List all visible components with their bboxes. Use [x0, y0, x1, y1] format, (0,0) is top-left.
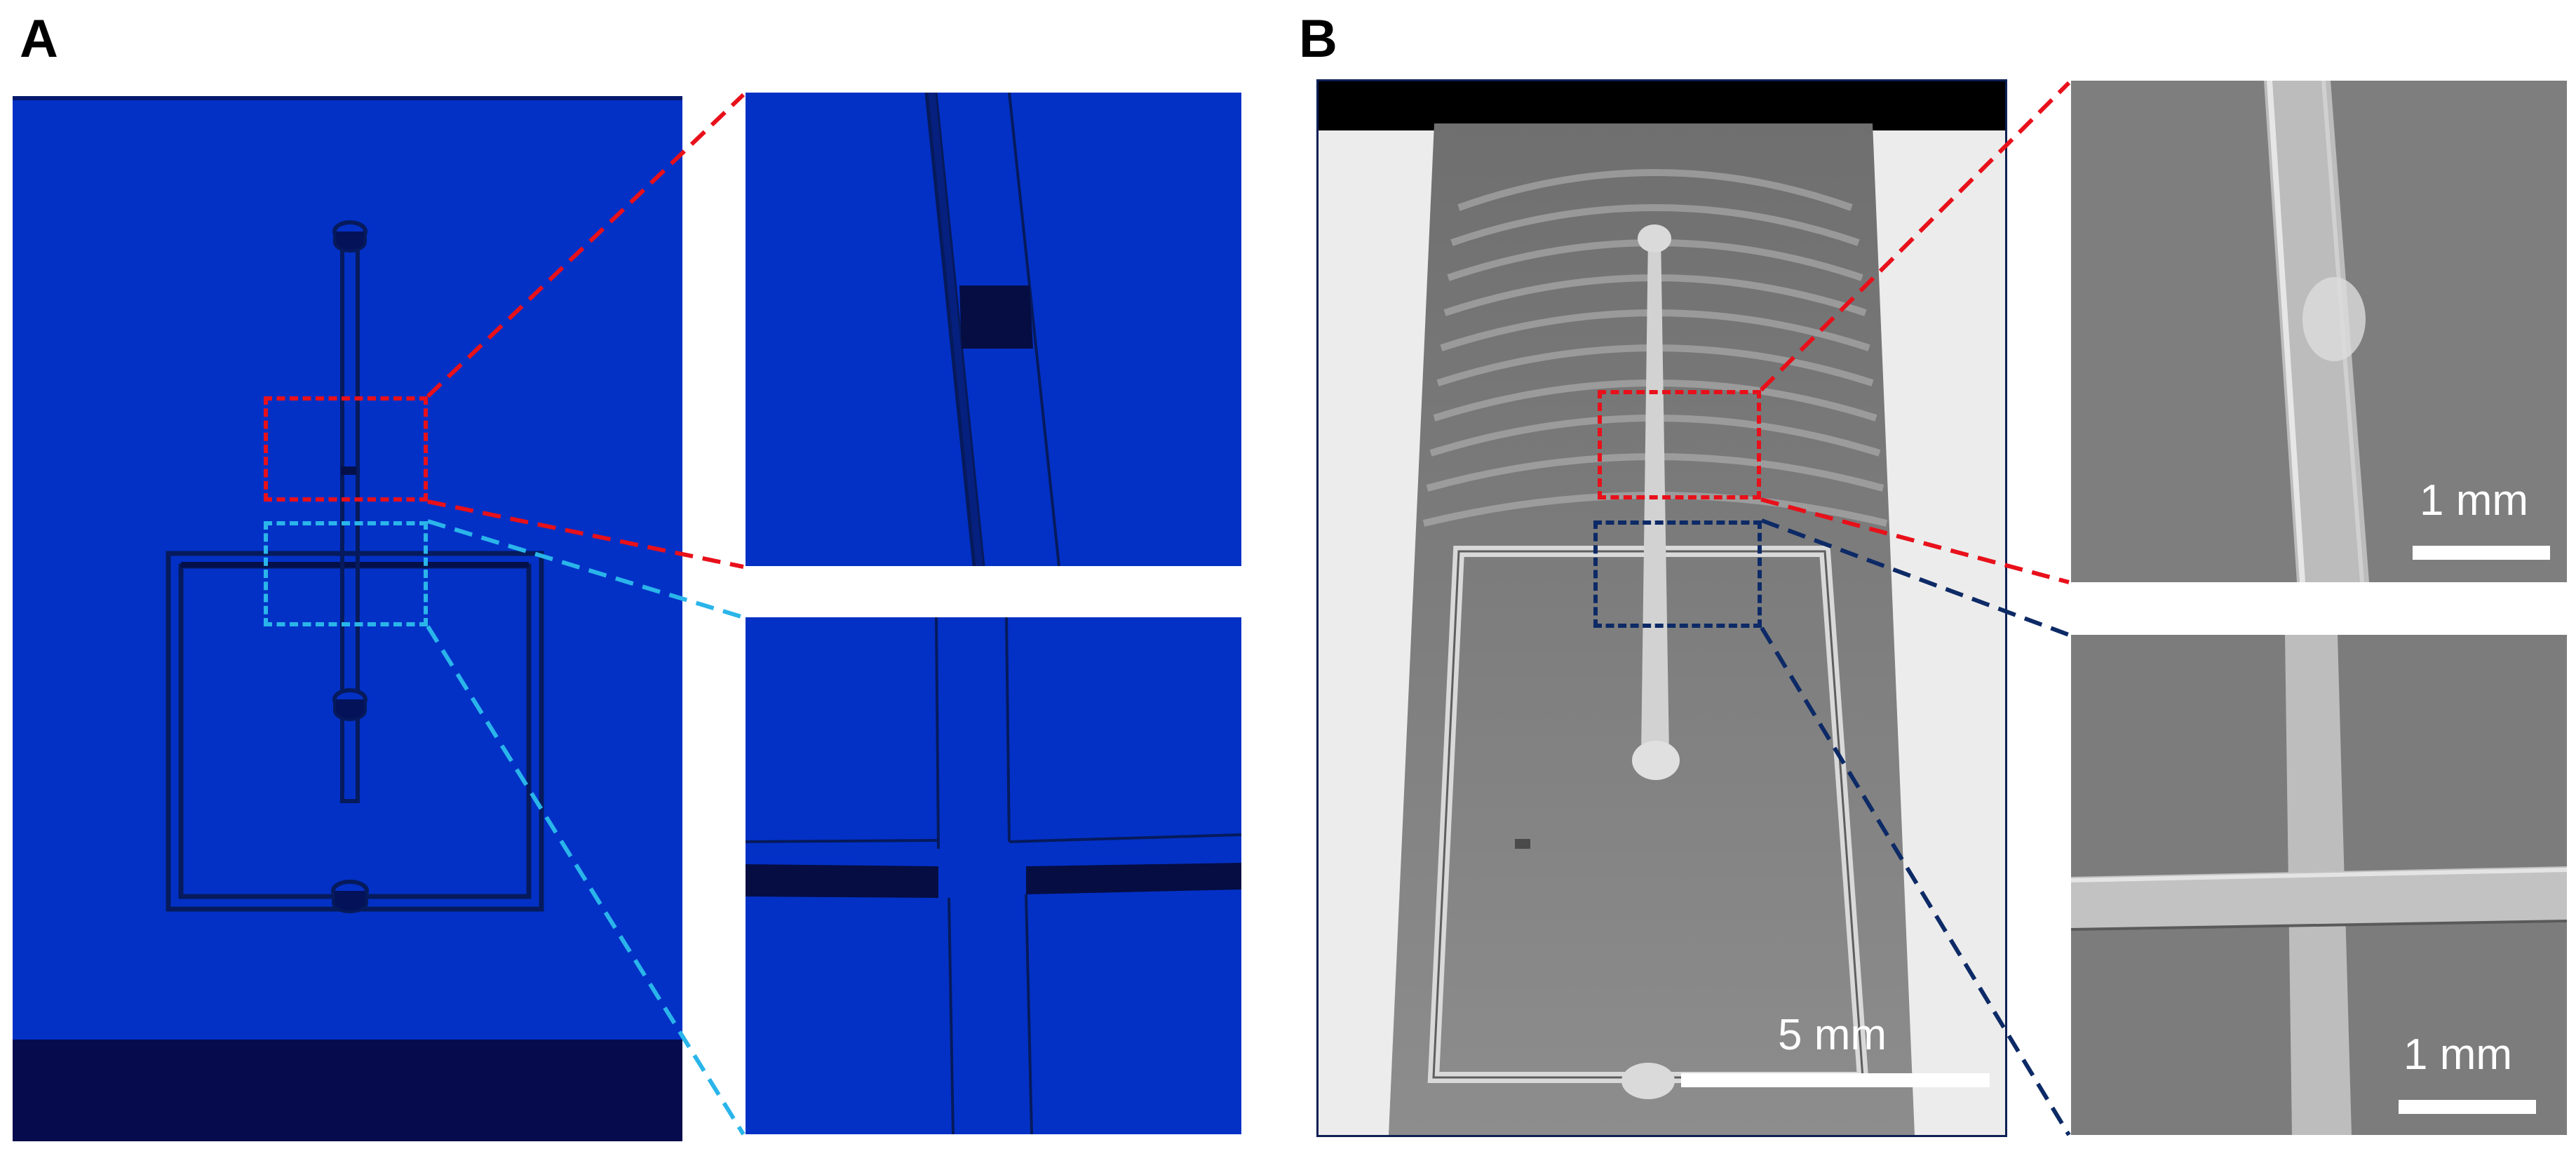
red-highlight-box-b [1598, 390, 1761, 499]
sem-overview-image [1316, 79, 2007, 1137]
scale-bar-1mm-bottom [2399, 1100, 2536, 1114]
connector-cyan-a-bottom [426, 625, 746, 1136]
sem-zoom-bottom-image [2071, 635, 2567, 1135]
connector-red-a-bottom [427, 499, 744, 569]
scale-label-1mm-top: 1 mm [2420, 476, 2528, 525]
connector-red-b-bottom [1760, 497, 2070, 584]
scale-bar-1mm-top [2413, 546, 2550, 560]
scale-label-5mm: 5 mm [1778, 1011, 1887, 1059]
connector-navy-b-top [1760, 518, 2070, 637]
panel-label-a: A [20, 9, 58, 69]
cad-overview-image [13, 96, 682, 1141]
cad-zoom-top-image [746, 93, 1241, 566]
sem-zoom-top-image [2071, 81, 2567, 582]
scale-label-1mm-bottom: 1 mm [2403, 1030, 2512, 1079]
connector-cyan-a-top [427, 519, 744, 619]
red-highlight-box-a [264, 396, 428, 502]
connector-navy-b-bottom [1760, 626, 2071, 1136]
navy-highlight-box-b [1593, 520, 1762, 628]
scale-bar-5mm [1681, 1073, 1990, 1087]
connector-red-a-top [426, 93, 746, 398]
panel-label-b: B [1299, 9, 1337, 69]
cyan-highlight-box-a [264, 521, 428, 626]
connector-red-b-top [1759, 81, 2071, 392]
cad-zoom-bottom-image [746, 617, 1241, 1134]
